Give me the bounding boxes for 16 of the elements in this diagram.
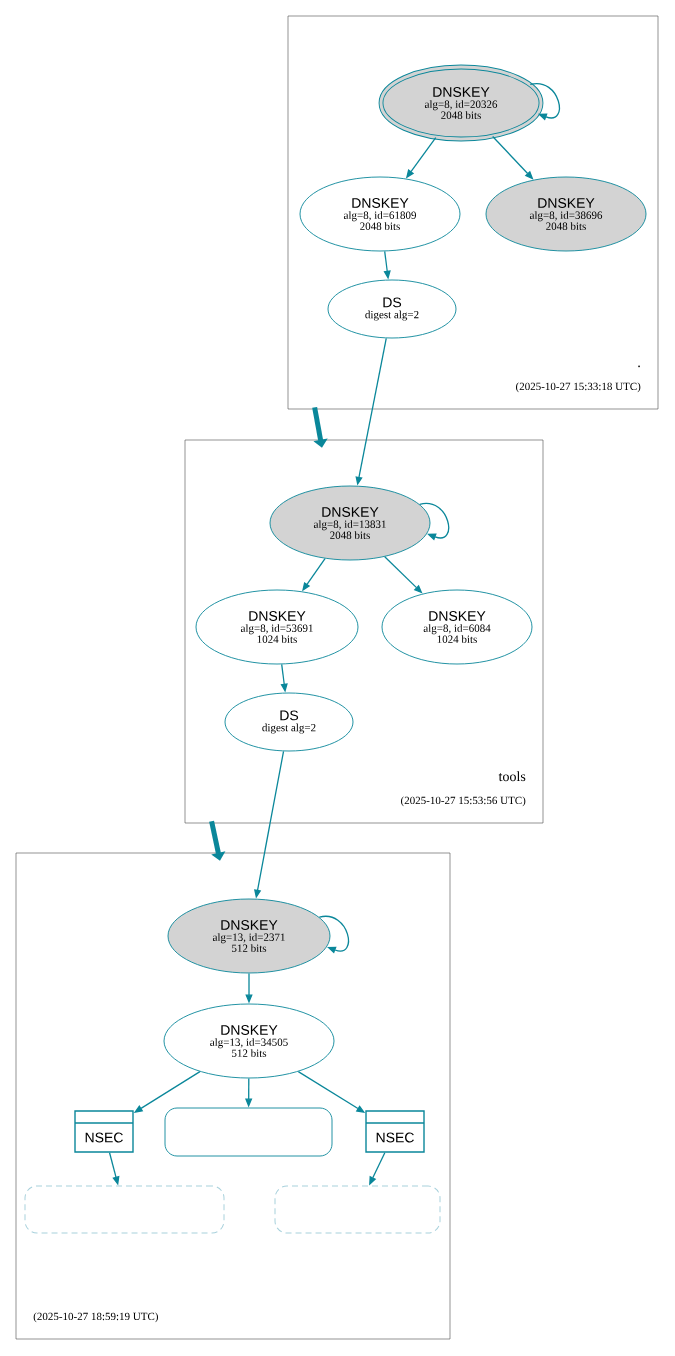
delegation-arrow [209, 820, 226, 861]
record-box [274, 1185, 441, 1234]
nsec-box: NSEC [74, 1110, 134, 1153]
self-loop-arrow [529, 82, 560, 121]
zone-label: (2025-10-27 15:53:56 UTC) [401, 796, 526, 807]
arrow [384, 556, 423, 594]
zone-label: (2025-10-27 18:59:19 UTC) [33, 1312, 158, 1323]
record-box [164, 1107, 333, 1157]
delegation-arrow [312, 406, 328, 448]
nsec-box: NSEC [365, 1110, 425, 1153]
self-loop-arrow [318, 915, 350, 954]
zone-label: (2025-10-27 15:33:18 UTC) [516, 382, 641, 393]
record-box [24, 1185, 225, 1234]
self-loop-arrow [419, 502, 450, 541]
zone-label: . [638, 365, 640, 368]
zone-label: tools [498, 771, 526, 782]
